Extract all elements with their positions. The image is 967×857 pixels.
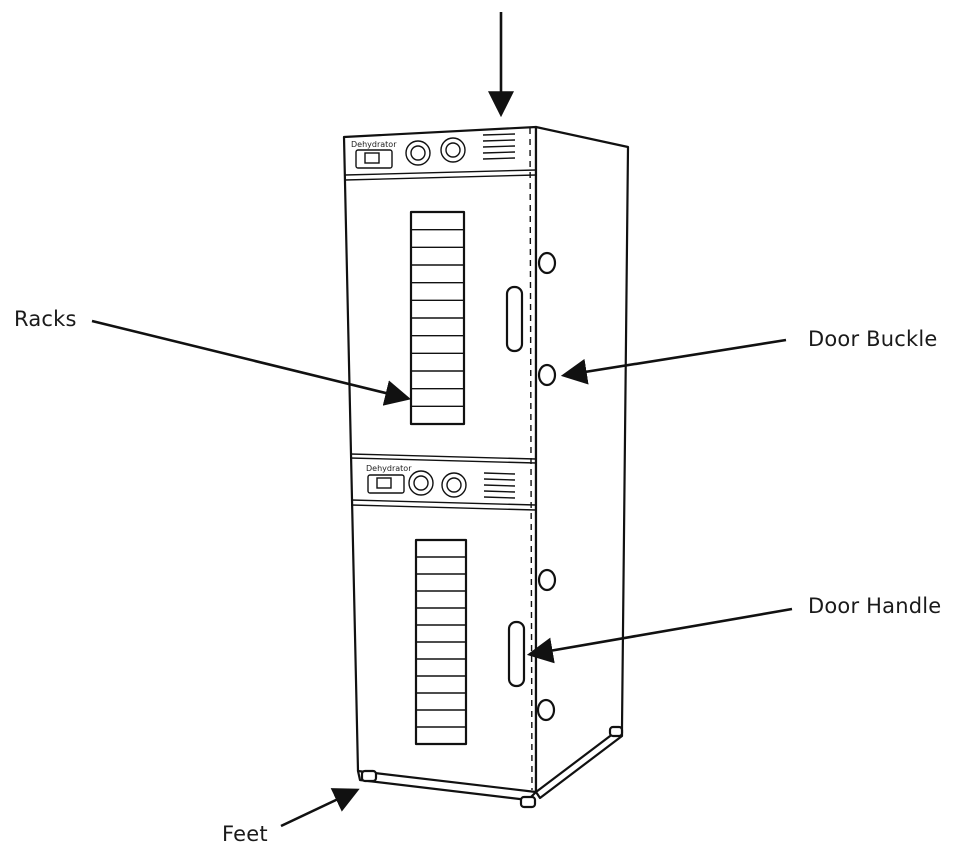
door-handle-upper [505, 285, 524, 353]
feet-arrow [280, 788, 360, 828]
door-buckle-label: Door Buckle [808, 327, 938, 351]
brand-text-lower: Dehydrator [366, 464, 412, 473]
racks-arrow [91, 319, 412, 406]
door-handle-label: Door Handle [808, 594, 942, 618]
door-handle-arrow [526, 607, 793, 664]
door-buckle-arrow [560, 338, 787, 385]
lower-window-racks [414, 538, 468, 746]
section-divider [349, 453, 537, 464]
cabinet [342, 125, 630, 802]
racks-label: Racks [14, 307, 77, 331]
lower-control-panel: Dehydrator [350, 464, 537, 511]
upper-control-panel: Dehydrator [344, 133, 537, 181]
feet [360, 725, 624, 809]
door-handle-lower [507, 620, 526, 688]
brand-text-upper: Dehydrator [351, 140, 397, 149]
door-buckles [536, 251, 557, 722]
upper-window-racks [409, 210, 466, 426]
feet-label: Feet [222, 822, 268, 846]
